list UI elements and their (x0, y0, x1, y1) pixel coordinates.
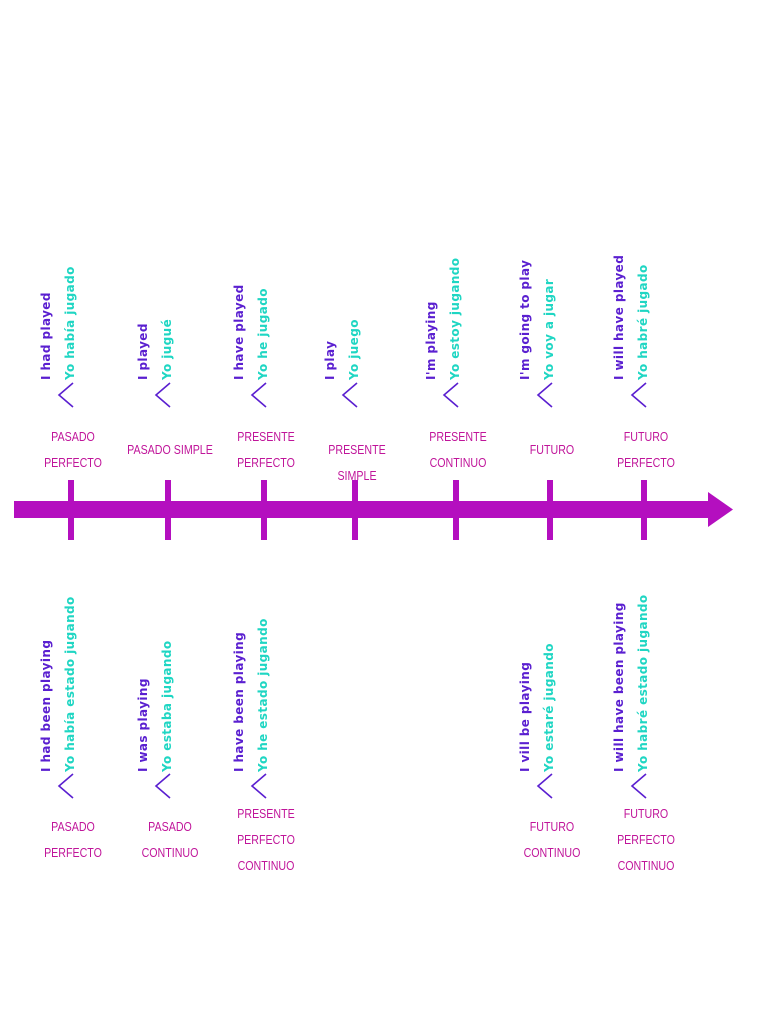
upper-chevron-7 (630, 382, 647, 408)
upper-tense-label-1: PASADO PERFECTO (28, 424, 118, 476)
upper-tense-label-3-line: PRESENTE (237, 429, 295, 444)
upper-english-phrase-3: I have played (232, 284, 246, 380)
upper-spanish-phrase-5: Yo estoy jugando (448, 257, 462, 380)
upper-tense-label-3: PRESENTE PERFECTO (221, 424, 311, 476)
lower-tense-label-5-line: CONTINUO (617, 858, 675, 873)
lower-tense-label-1: PASADO PERFECTO (28, 814, 118, 866)
timeline-arrowhead (708, 492, 733, 527)
upper-chevron-1 (57, 382, 74, 408)
upper-tense-label-5: PRESENTE CONTINUO (413, 424, 503, 476)
timeline-tick-2 (165, 480, 171, 540)
lower-spanish-phrase-1: Yo había estado jugando (63, 596, 77, 772)
lower-tense-label-1-line: PERFECTO (44, 845, 102, 860)
lower-english-phrase-4: I vill be playing (518, 661, 532, 772)
upper-tense-label-7: FUTURO PERFECTO (601, 424, 691, 476)
upper-tense-label-1-line: PASADO (51, 429, 95, 444)
upper-tense-label-7-line: PERFECTO (617, 455, 675, 470)
lower-spanish-phrase-2: Yo estaba jugando (160, 640, 174, 772)
lower-tense-label-5: FUTURO PERFECTO CONTINUO (601, 801, 691, 879)
upper-tense-label-4-line: PRESENTE SIMPLE (328, 442, 386, 483)
lower-chevron-2 (154, 773, 171, 799)
upper-english-phrase-4: I play (323, 340, 337, 380)
upper-chevron-5 (442, 382, 459, 408)
timeline-tick-7 (641, 480, 647, 540)
lower-tense-label-5-line: PERFECTO (617, 832, 675, 847)
timeline-tick-6 (547, 480, 553, 540)
timeline-tick-1 (68, 480, 74, 540)
upper-spanish-phrase-4: Yo juego (347, 319, 361, 380)
lower-tense-label-3: PRESENTE PERFECTO CONTINUO (221, 801, 311, 879)
lower-spanish-phrase-4: Yo estaré jugando (542, 643, 556, 772)
lower-spanish-phrase-3: Yo he estado jugando (256, 618, 270, 772)
lower-spanish-phrase-5: Yo habré estado jugando (636, 594, 650, 772)
upper-spanish-phrase-1: Yo había jugado (63, 266, 77, 380)
upper-english-phrase-5: I'm playing (424, 301, 438, 380)
upper-chevron-6 (536, 382, 553, 408)
lower-chevron-1 (57, 773, 74, 799)
upper-english-phrase-1: I had played (39, 292, 53, 380)
timeline-tick-5 (453, 480, 459, 540)
lower-tense-label-3-line: CONTINUO (237, 858, 295, 873)
upper-spanish-phrase-3: Yo he jugado (256, 288, 270, 380)
lower-chevron-4 (536, 773, 553, 799)
upper-tense-label-2: PASADO SIMPLE (125, 437, 215, 463)
lower-tense-label-1-line: PASADO (51, 819, 95, 834)
lower-tense-label-5-line: FUTURO (623, 806, 669, 821)
upper-tense-label-6-line: FUTURO (529, 442, 575, 457)
upper-tense-label-5-line: PRESENTE (429, 429, 487, 444)
upper-english-phrase-2: I played (136, 323, 150, 380)
upper-chevron-4 (341, 382, 358, 408)
lower-chevron-5 (630, 773, 647, 799)
upper-tense-label-4: PRESENTE SIMPLE (312, 437, 402, 489)
lower-tense-label-2-line: PASADO (148, 819, 192, 834)
lower-tense-label-4: FUTURO CONTINUO (507, 814, 597, 866)
lower-tense-label-2: PASADO CONTINUO (125, 814, 215, 866)
lower-english-phrase-5: I will have been playing (612, 602, 626, 772)
upper-tense-label-5-line: CONTINUO (429, 455, 487, 470)
lower-tense-label-2-line: CONTINUO (141, 845, 199, 860)
upper-tense-label-7-line: FUTURO (623, 429, 669, 444)
upper-english-phrase-6: I'm going to play (518, 259, 532, 380)
lower-tense-label-3-line: PRESENTE (237, 806, 295, 821)
upper-chevron-3 (250, 382, 267, 408)
timeline-tick-3 (261, 480, 267, 540)
upper-tense-label-3-line: PERFECTO (237, 455, 295, 470)
lower-tense-label-4-line: FUTURO (529, 819, 575, 834)
lower-english-phrase-2: I was playing (136, 678, 150, 772)
upper-english-phrase-7: I will have played (612, 254, 626, 380)
lower-english-phrase-3: I have been playing (232, 631, 246, 772)
upper-spanish-phrase-6: Yo voy a jugar (542, 278, 556, 380)
lower-english-phrase-1: I had been playing (39, 639, 53, 772)
lower-chevron-3 (250, 773, 267, 799)
lower-tense-label-3-line: PERFECTO (237, 832, 295, 847)
timeline-tick-4 (352, 480, 358, 540)
upper-tense-label-2-line: PASADO SIMPLE (127, 442, 213, 457)
upper-spanish-phrase-7: Yo habré jugado (636, 264, 650, 380)
upper-chevron-2 (154, 382, 171, 408)
upper-tense-label-6: FUTURO (507, 437, 597, 463)
upper-spanish-phrase-2: Yo jugué (160, 318, 174, 380)
upper-tense-label-1-line: PERFECTO (44, 455, 102, 470)
timeline-axis (14, 501, 714, 518)
lower-tense-label-4-line: CONTINUO (523, 845, 581, 860)
